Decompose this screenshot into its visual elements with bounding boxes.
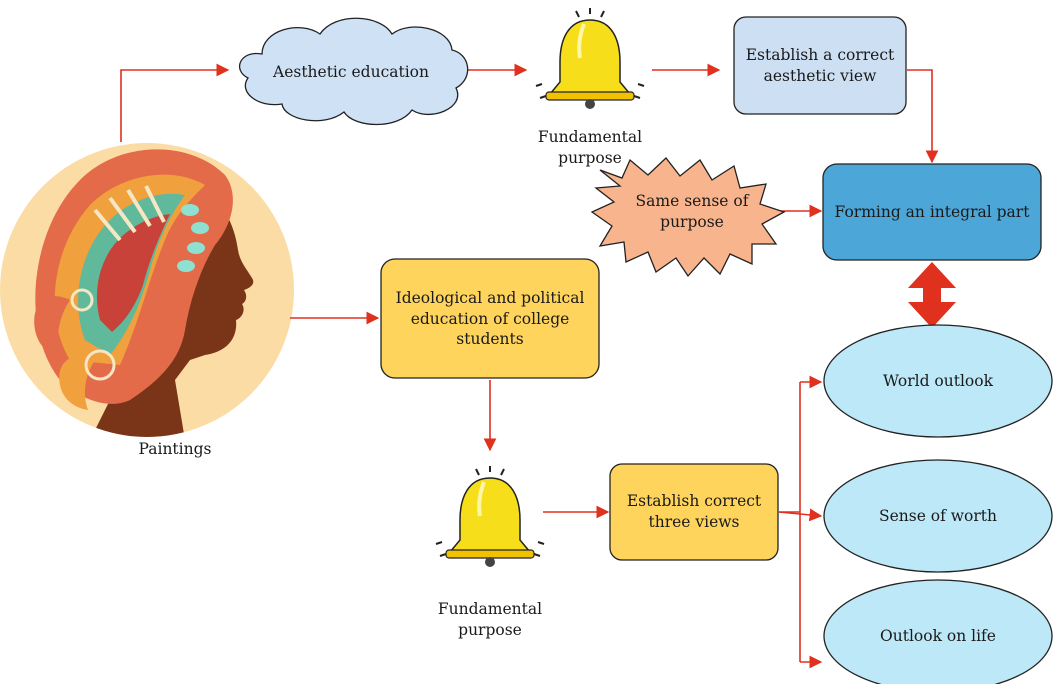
three-views-label: Establish correct three views [626, 492, 762, 531]
world-outlook-label: World outlook [883, 371, 993, 390]
outlook-on-life-ellipse [823, 579, 1053, 684]
fundamental-purpose-bottom-label: Fundamental purpose [437, 600, 543, 639]
ideological-label: Ideological and political education of c… [395, 288, 585, 349]
sense-of-worth-label: Sense of worth [878, 506, 998, 525]
starburst-shape [590, 157, 786, 278]
three-views-box-shape [609, 463, 779, 561]
bell-icon [435, 466, 545, 567]
arrow-portrait-to-aesthetic [120, 63, 230, 142]
integral-part-label: Forming an integral part [834, 202, 1030, 221]
integral-part-box-shape [822, 163, 1042, 261]
arrow-aesthetic-view-to-integral [907, 69, 939, 164]
cloud-shape [238, 17, 469, 126]
paintings-label: Paintings [138, 439, 212, 458]
outlook-on-life-label: Outlook on life [880, 626, 996, 645]
aesthetic-view-box-shape [733, 16, 907, 115]
same-sense-label: Same sense of purpose [635, 192, 749, 231]
sense-of-worth-ellipse [823, 459, 1053, 573]
double-arrow-icon [908, 262, 956, 328]
ideological-box-shape [380, 258, 600, 379]
aesthetic-view-label: Establish a correct aesthetic view [745, 46, 895, 85]
bell-icon [535, 8, 645, 109]
world-outlook-ellipse [823, 324, 1053, 438]
portrait-illustration [0, 143, 294, 437]
fundamental-purpose-top-label: Fundamental purpose [537, 128, 643, 167]
aesthetic-education-label: Aesthetic education [273, 62, 429, 81]
connectors [120, 63, 939, 669]
